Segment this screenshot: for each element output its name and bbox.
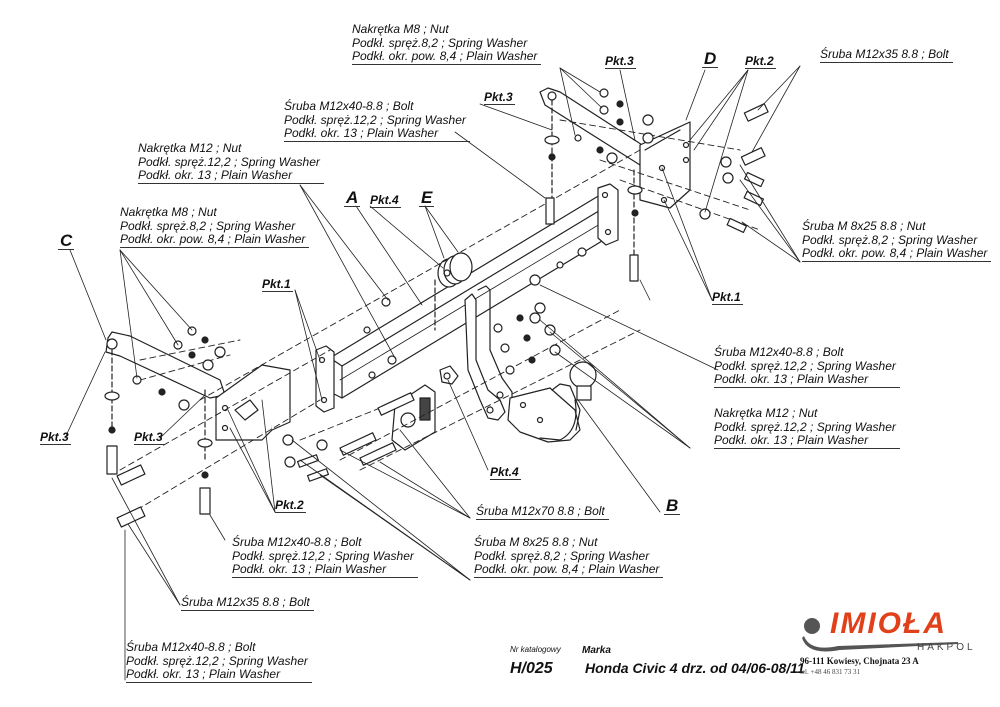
socket-bracket-e [434, 252, 473, 331]
callout-line: Podkł. spręż.8,2 ; Spring Washer [352, 35, 528, 50]
callout-line: Podkł. spręż.8,2 ; Spring Washer [474, 548, 650, 563]
callout-line: Śruba M12x35 8.8 ; Bolt [820, 47, 949, 61]
callout-line: Podkł. okr. 13 ; Plain Washer [126, 667, 281, 681]
company-logo-subtext: HAKPOL [917, 642, 976, 653]
part-letter-a: A [344, 188, 361, 207]
callout-top-nut-m8: Nakrętka M8 ; Nut Podkł. spręż.8,2 ; Spr… [352, 22, 542, 65]
point-label-pkt2-top: Pkt.2 [745, 54, 776, 69]
tow-ball-b [507, 361, 597, 443]
callout-line: Śruba M 8x25 8.8 ; Nut [474, 535, 598, 549]
callout-line: Podkł. okr. 13 ; Plain Washer [232, 562, 387, 576]
center-hanger [464, 285, 513, 421]
callout-line: Śruba M12x40-8.8 ; Bolt [232, 535, 362, 549]
point-label-pkt3-top: Pkt.3 [605, 54, 636, 69]
callout-line: Podkł. spręż.12,2 ; Spring Washer [714, 419, 896, 434]
callout-right-screw-m8: Śruba M 8x25 8.8 ; Nut Podkł. spręż.8,2 … [802, 219, 992, 262]
point-label-pkt3-mid: Pkt.3 [484, 90, 515, 105]
callout-lower-screw-m8: Śruba M 8x25 8.8 ; Nut Podkł. spręż.8,2 … [474, 535, 664, 578]
point-label-pkt3-left2: Pkt.3 [134, 430, 165, 445]
part-letter-d: D [702, 49, 719, 68]
part-letter-b: B [664, 496, 681, 515]
callout-upper-bolt-m12x40: Śruba M12x40-8.8 ; Bolt Podkł. spręż.12,… [284, 99, 470, 142]
callout-line: Podkł. okr. pow. 8,4 ; Plain Washer [352, 49, 538, 63]
company-phone: tel. +48 46 831 73 31 [800, 668, 860, 676]
callout-line: Śruba M12x70 8.8 ; Bolt [476, 504, 605, 518]
vehicle-make: Honda Civic 4 drz. [585, 660, 707, 676]
callout-line: Podkł. spręż.8,2 ; Spring Washer [120, 218, 296, 233]
imiola-hakpol-logo-icon [802, 618, 958, 652]
callout-line: Śruba M12x40-8.8 ; Bolt [714, 345, 844, 359]
callout-line: Podkł. spręż.12,2 ; Spring Washer [138, 154, 320, 169]
callout-lower-bolt-m12x40: Śruba M12x40-8.8 ; Bolt Podkł. spręż.12,… [232, 535, 418, 578]
callout-line: Śruba M12x35 8.8 ; Bolt [181, 595, 310, 609]
electrical-socket-plate [391, 384, 436, 451]
part-letter-e: E [419, 188, 435, 207]
point-label-pkt4-bottom: Pkt.4 [490, 465, 521, 480]
catalog-number: H/025 [510, 660, 553, 677]
callout-line: Podkł. spręż.12,2 ; Spring Washer [714, 358, 896, 373]
callout-line: Podkł. spręż.8,2 ; Spring Washer [802, 232, 978, 247]
right-mounting-bracket [639, 121, 691, 209]
callout-line: Śruba M 8x25 8.8 ; Nut [802, 219, 926, 233]
fasteners [104, 88, 769, 528]
callout-line: Śruba M12x40-8.8 ; Bolt [284, 99, 414, 113]
callout-bottom-bolt-m12x40: Śruba M12x40-8.8 ; Bolt Podkł. spręż.12,… [126, 640, 312, 683]
callout-line: Podkł. okr. pow. 8,4 ; Plain Washer [474, 562, 660, 576]
callout-right-nut-m12: Nakrętka M12 ; Nut Podkł. spręż.12,2 ; S… [714, 406, 900, 449]
callout-line: Nakrętka M12 ; Nut [138, 141, 242, 155]
part-letter-c: C [58, 231, 75, 250]
callout-line: Podkł. spręż.12,2 ; Spring Washer [284, 112, 466, 127]
point-label-pkt2-bottom: Pkt.2 [275, 498, 306, 513]
callout-line: Podkł. spręż.12,2 ; Spring Washer [232, 548, 414, 563]
point-label-pkt4-top: Pkt.4 [370, 193, 401, 208]
callout-line: Podkł. okr. 13 ; Plain Washer [714, 372, 869, 386]
callout-line: Podkł. okr. 13 ; Plain Washer [138, 168, 293, 182]
callout-line: Nakrętka M12 ; Nut [714, 406, 818, 420]
callout-line: Śruba M12x40-8.8 ; Bolt [126, 640, 256, 654]
callout-upper-nut-m12: Nakrętka M12 ; Nut Podkł. spręż.12,2 ; S… [138, 141, 324, 184]
callout-bolt-m12x70: Śruba M12x70 8.8 ; Bolt [476, 504, 609, 520]
callout-top-right-bolt: Śruba M12x35 8.8 ; Bolt [820, 47, 953, 63]
leader-lines [64, 65, 801, 681]
left-mounting-bracket [215, 364, 291, 441]
point-label-pkt3-left: Pkt.3 [40, 430, 71, 445]
callout-line: Podkł. okr. 13 ; Plain Washer [284, 126, 439, 140]
production-date-range: od 04/06-08/11 [710, 660, 805, 676]
catalog-number-label: Nr katalogowy [510, 645, 561, 654]
point-label-pkt1-left: Pkt.1 [262, 277, 293, 292]
callout-lower-bolt-m12x35: Śruba M12x35 8.8 ; Bolt [181, 595, 314, 611]
make-label: Marka [582, 645, 611, 656]
callout-line: Podkł. spręż.12,2 ; Spring Washer [126, 653, 308, 668]
callout-line: Podkł. okr. 13 ; Plain Washer [714, 433, 869, 447]
company-logo-text: IMIOŁA [830, 607, 947, 640]
callout-line: Nakrętka M8 ; Nut [352, 22, 449, 36]
callout-line: Podkł. okr. pow. 8,4 ; Plain Washer [120, 232, 306, 246]
beam-end-plate-right [597, 183, 619, 246]
callout-left-nut-m8: Nakrętka M8 ; Nut Podkł. spręż.8,2 ; Spr… [120, 205, 310, 248]
pkt4-tab [439, 365, 459, 385]
callout-line: Nakrętka M8 ; Nut [120, 205, 217, 219]
point-label-pkt1-right: Pkt.1 [712, 290, 743, 305]
company-address: 96-111 Kowiesy, Chojnata 23 A [800, 656, 919, 666]
callout-line: Podkł. okr. pow. 8,4 ; Plain Washer [802, 246, 988, 260]
callout-right-bolt-m12x40: Śruba M12x40-8.8 ; Bolt Podkł. spręż.12,… [714, 345, 900, 388]
